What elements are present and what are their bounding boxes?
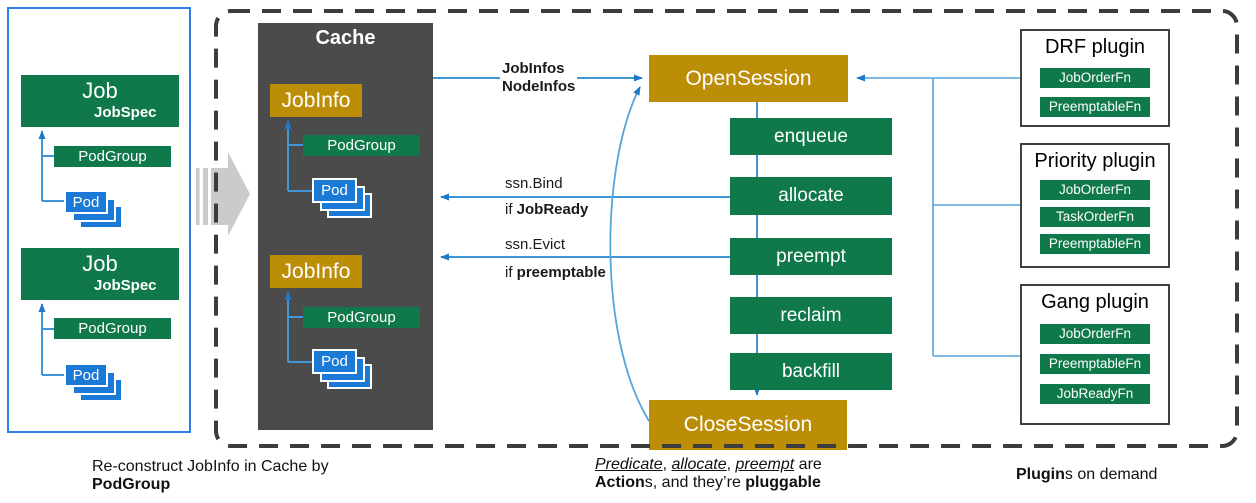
plugin-fn: PreemptableFn (1040, 234, 1150, 254)
job-spec-label: JobSpec (94, 104, 157, 121)
plugin-fn: TaskOrderFn (1040, 207, 1150, 227)
plugins-note-caption: Plugins on demand (1016, 466, 1158, 483)
session-loop-arrow (609, 86, 650, 422)
job-title: Job (82, 251, 118, 276)
job1-connector (38, 130, 64, 202)
transform-block-arrow-icon (196, 152, 250, 236)
pod-box: Pod (312, 349, 357, 374)
cache-podgroup-box-1: PodGroup (303, 135, 420, 156)
bind-call-label: ssn.Bind (503, 175, 565, 193)
pod-box: Pod (64, 190, 108, 214)
pod-stack-1: Pod (64, 190, 123, 229)
job-title: Job (82, 78, 118, 103)
bind-cond-label: if JobReady (503, 201, 591, 219)
open-session-box: OpenSession (649, 55, 848, 102)
pod-stack-2: Pod (64, 363, 123, 402)
plugin-box-gang: Gang plugin JobOrderFn PreemptableFn Job… (1020, 284, 1170, 425)
podgroup-box-1: PodGroup (54, 146, 171, 167)
job2-connector (38, 303, 64, 376)
action-backfill: backfill (730, 353, 892, 390)
evict-call-label: ssn.Evict (503, 236, 568, 254)
job-box-1: Job JobSpec (21, 75, 179, 127)
jobinfo-box-2: JobInfo (270, 255, 362, 288)
action-enqueue: enqueue (730, 118, 892, 155)
plugin-fn: JobOrderFn (1040, 68, 1150, 88)
cache-pod-stack-2: Pod (312, 349, 372, 389)
plugin-box-drf: DRF plugin JobOrderFn PreemptableFn (1020, 29, 1170, 127)
plugin-fn: JobOrderFn (1040, 180, 1150, 200)
actions-note-caption: Predicate, allocate, preempt are Actions… (595, 456, 822, 491)
plugin-box-priority: Priority plugin JobOrderFn TaskOrderFn P… (1020, 143, 1170, 268)
plugin-title: Gang plugin (1041, 291, 1149, 313)
plugin-fn: PreemptableFn (1040, 354, 1150, 374)
plugin-tree-lines (932, 77, 1020, 357)
job-spec-label: JobSpec (94, 277, 157, 294)
close-session-box: CloseSession (649, 400, 847, 450)
plugin-title: DRF plugin (1044, 36, 1146, 58)
plugin-fn: JobReadyFn (1040, 384, 1150, 404)
cache-podgroup-box-2: PodGroup (303, 307, 420, 328)
jobinfos-arrow-label: JobInfos NodeInfos (500, 60, 578, 96)
plugin-fn: PreemptableFn (1040, 97, 1150, 117)
job-box-2: Job JobSpec (21, 248, 179, 300)
jobinfo-box-1: JobInfo (270, 84, 362, 117)
plugin-fn: JobOrderFn (1040, 324, 1150, 344)
jobinfo1-connector (284, 120, 312, 192)
cache-note-caption: Re-construct JobInfo in Cache by PodGrou… (92, 458, 329, 493)
cache-pod-stack-1: Pod (312, 178, 372, 218)
evict-cond-label: if preemptable (503, 264, 608, 282)
action-reclaim: reclaim (730, 297, 892, 334)
pod-box: Pod (64, 363, 108, 387)
podgroup-box-2: PodGroup (54, 318, 171, 339)
action-allocate: allocate (730, 177, 892, 215)
pod-box: Pod (312, 178, 357, 203)
action-preempt: preempt (730, 238, 892, 275)
plugin-title: Priority plugin (1034, 150, 1156, 172)
